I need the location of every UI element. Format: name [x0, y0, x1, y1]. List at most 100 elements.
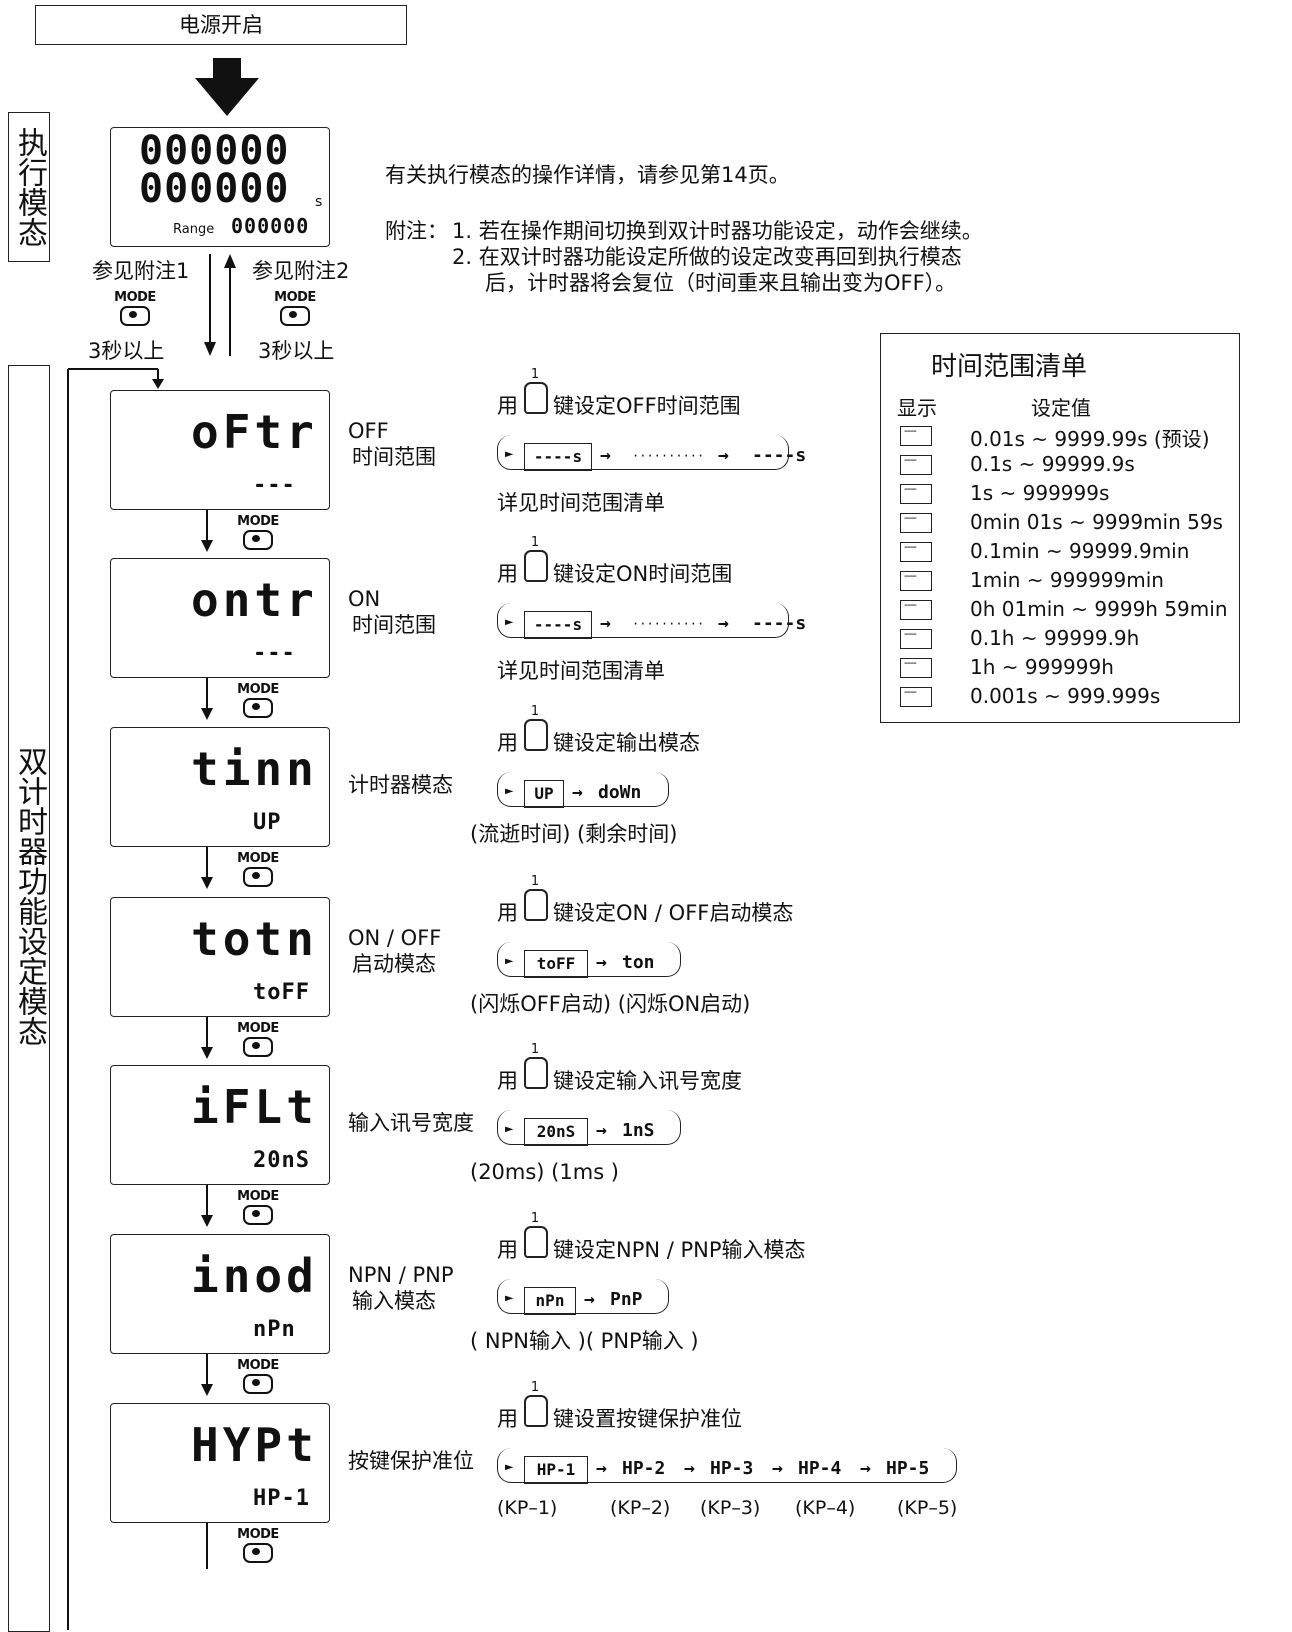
range-display-icon — [900, 424, 932, 446]
key-1-icon[interactable]: 1 — [524, 874, 548, 921]
key-body — [524, 1226, 548, 1258]
mode-key-right[interactable]: MODE — [265, 290, 325, 326]
key-number: 1 — [530, 535, 540, 550]
cycle-return-arrow-icon: ► — [505, 614, 514, 630]
setting-display: ontr--- — [110, 558, 330, 678]
key-1-icon[interactable]: 1 — [524, 535, 548, 582]
down-arrow-icon — [201, 1354, 213, 1396]
mode-key[interactable]: MODE — [228, 1189, 288, 1225]
setting-display-main: ontr — [191, 573, 318, 627]
sequence-option: HP-2 — [622, 1458, 666, 1479]
setting-instruction: 键设定NPN / PNP输入模态 — [553, 1238, 806, 1262]
use-label: 用 — [497, 1407, 518, 1431]
sequence-option: ----s — [752, 613, 807, 634]
arrow-icon: → — [596, 952, 607, 973]
use-label: 用 — [497, 901, 518, 925]
arrow-icon: → — [860, 1458, 871, 1479]
mode-key-left[interactable]: MODE — [105, 290, 165, 326]
sequence-dots: ·········· — [632, 617, 705, 631]
col-display-header: 显示 — [897, 396, 937, 420]
down-arrow-icon — [201, 1185, 213, 1227]
mode-key[interactable]: MODE — [228, 1358, 288, 1394]
mode-button-icon — [243, 867, 273, 887]
setting-display-main: tinn — [191, 742, 318, 796]
range-display-icon — [900, 511, 932, 533]
key-body — [524, 1057, 548, 1089]
arrow-icon: → — [600, 445, 611, 466]
key-number: 1 — [530, 874, 540, 889]
cycle-return-bracket — [497, 1279, 669, 1314]
setting-name-2: 输入模态 — [352, 1289, 436, 1313]
mode-switch-arrows — [204, 254, 236, 356]
sequence-option-box: ----s — [524, 443, 592, 471]
key-1-icon[interactable]: 1 — [524, 1212, 548, 1258]
cycle-return-arrow-icon: ► — [505, 953, 514, 969]
down-arrow-icon — [201, 678, 213, 720]
key-body — [524, 1395, 548, 1427]
mode-key-text: MODE — [237, 682, 279, 697]
big-down-arrow-icon — [195, 58, 259, 116]
down-arrow-icon — [201, 510, 213, 552]
run-mode-info: 有关执行模态的操作详情，请参见第14页。 — [385, 163, 790, 187]
sequence-option: ----s — [752, 445, 807, 466]
dual-timer-mode-label: 双计时器功能设定模态 — [8, 365, 50, 1632]
setting-name: OFF — [348, 419, 389, 443]
cycle-return-bracket — [497, 1448, 957, 1483]
range-display-icon — [900, 627, 932, 649]
sequence-option-box: toFF — [524, 950, 588, 978]
sequence-caption: (KP–4) — [795, 1497, 856, 1519]
sequence-dots: ·········· — [632, 449, 705, 463]
setting-name: 计时器模态 — [348, 773, 453, 797]
sequence-option: HP-4 — [798, 1458, 842, 1479]
setting-display-main: inod — [191, 1249, 318, 1303]
mode-key-text: MODE — [237, 1021, 279, 1036]
setting-name: ON — [348, 587, 381, 611]
setting-display-sub: nPn — [253, 1317, 296, 1342]
mode-key[interactable]: MODE — [228, 682, 288, 718]
mode-key[interactable]: MODE — [228, 1021, 288, 1057]
mode-key[interactable]: MODE — [228, 1527, 288, 1563]
setting-name: ON / OFF — [348, 926, 442, 950]
hold-3s-left: 3秒以上 — [88, 339, 165, 363]
setting-instruction: 键设置按键保护准位 — [553, 1407, 742, 1431]
cycle-return-arrow-icon: ► — [505, 1121, 514, 1137]
mode-key-text: MODE — [237, 1527, 279, 1542]
cycle-return-bracket — [497, 1110, 681, 1145]
main-display-top: 000000 — [139, 128, 290, 174]
sequence-option: HP-5 — [886, 1458, 930, 1479]
mode-key[interactable]: MODE — [228, 851, 288, 887]
setting-display-sub: --- — [253, 473, 296, 498]
mode-key-text: MODE — [237, 1358, 279, 1373]
arrow-icon: → — [718, 445, 729, 466]
key-number: 1 — [530, 704, 540, 719]
return-loop-line — [67, 368, 164, 1630]
setting-display-main: HYPt — [191, 1418, 318, 1472]
setting-name-2: 时间范围 — [352, 445, 436, 469]
setting-instruction: 键设定输入讯号宽度 — [553, 1069, 742, 1093]
mode-key-text: MODE — [114, 290, 156, 305]
use-label: 用 — [497, 731, 518, 755]
key-1-icon[interactable]: 1 — [524, 1380, 548, 1427]
sequence-option: doWn — [598, 782, 642, 803]
mode-button-icon — [243, 1374, 273, 1394]
setting-display-main: iFLt — [191, 1080, 318, 1134]
cycle-return-arrow-icon: ► — [505, 1459, 514, 1475]
key-1-icon[interactable]: 1 — [524, 368, 548, 414]
key-1-icon[interactable]: 1 — [524, 704, 548, 751]
cycle-return-bracket — [497, 772, 669, 807]
range-value: 0min 01s ~ 9999min 59s — [970, 510, 1223, 534]
sequence-option: 1nS — [622, 1120, 655, 1141]
sequence-option-box: ----s — [524, 611, 592, 639]
cycle-return-arrow-icon: ► — [505, 446, 514, 462]
mode-key-text: MODE — [274, 290, 316, 305]
run-mode-label: 执行模态 — [8, 112, 50, 262]
arrow-icon: → — [684, 1458, 695, 1479]
range-value: 1min ~ 999999min — [970, 568, 1164, 592]
mode-key[interactable]: MODE — [228, 514, 288, 550]
key-number: 1 — [530, 1380, 540, 1395]
note-2b: 后，计时器将会复位（时间重来且输出变为OFF）。 — [485, 271, 957, 295]
key-1-icon[interactable]: 1 — [524, 1043, 548, 1089]
setting-display-sub: HP-1 — [253, 1486, 310, 1511]
